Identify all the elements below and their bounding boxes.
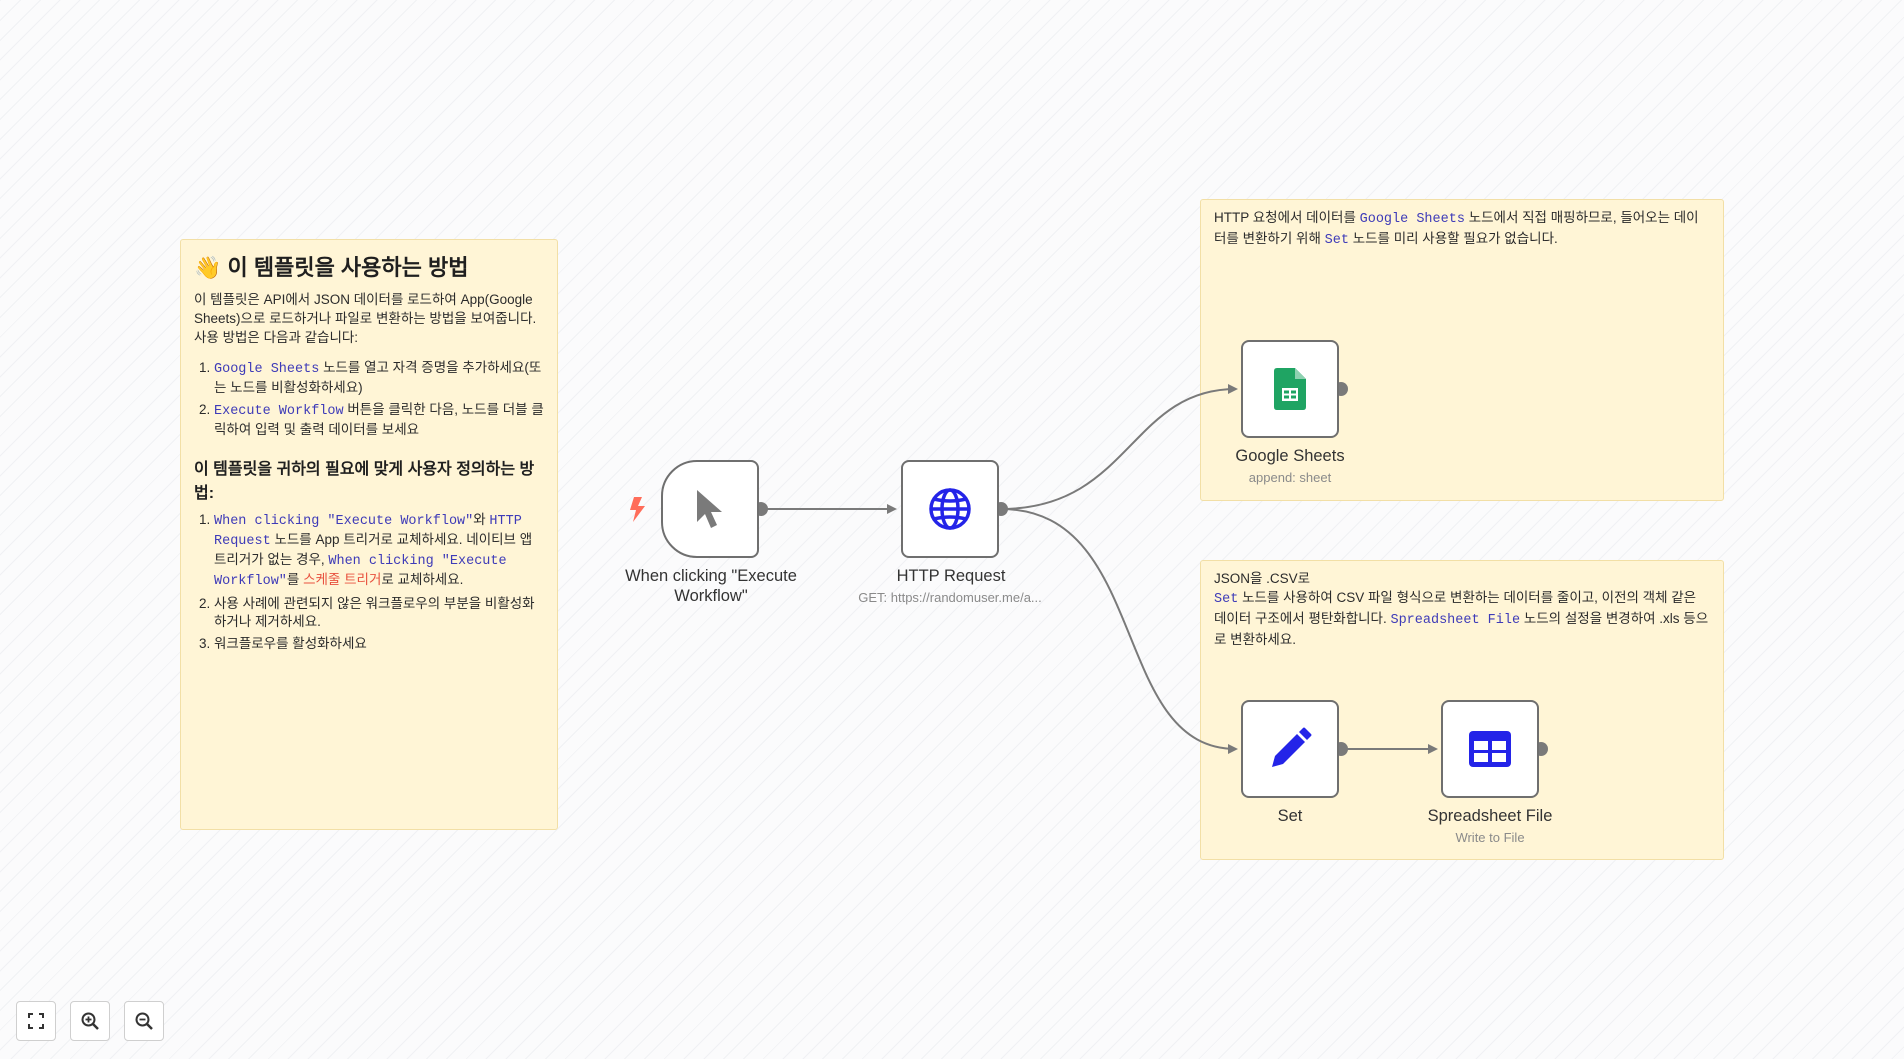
inline-code: When clicking "Execute Workflow"	[214, 554, 507, 589]
fit-view-button[interactable]	[16, 1001, 56, 1041]
node-label-http: HTTP Request	[896, 567, 1006, 585]
note-text: JSON을 .CSV로 Set 노드를 사용하여 CSV 파일 형식으로 변환하는…	[1214, 569, 1710, 649]
node-label-trigger: When clicking "Execute Workflow"	[625, 567, 797, 605]
text: 노드를 사용하여 CSV 파일 형식으로 변환하는 데이터를 줄이고, 이전의 …	[1214, 590, 1697, 626]
node-subtitle-http: GET: https://randomuser.me/a...	[858, 590, 1042, 605]
text: 를	[286, 572, 304, 587]
zoom-out-button[interactable]	[124, 1001, 164, 1041]
step-item: Execute Workflow 버튼을 클릭한 다음, 노드를 더블 클릭하여…	[214, 401, 544, 439]
connection-http-set[interactable]	[1000, 508, 1238, 754]
customize-item: 사용 사례에 관련되지 않은 워크플로우의 부분을 비활성화하거나 제거하세요.	[214, 595, 544, 631]
steps-list: Google Sheets 노드를 열고 자격 증명을 추가하세요(또는 노드를…	[194, 359, 544, 439]
text: 로 교체하세요.	[381, 572, 464, 587]
cursor-icon	[697, 490, 722, 528]
inline-code: When clicking "Execute Workflow"	[214, 514, 474, 529]
text: 와	[473, 512, 490, 527]
step-text: 노드를 열고 자격 증명을 추가하세요(또는 노드를 비활성화하세요)	[214, 360, 542, 395]
inline-code: Set	[1324, 233, 1349, 248]
trigger-bolt-icon	[630, 497, 645, 522]
node-spreadsheet-file[interactable]	[1441, 700, 1539, 798]
node-subtitle-sheets: append: sheet	[1248, 470, 1332, 485]
text: 노드에서 직접 매핑하므로, 들어오는 데이터를 변환하기 위해	[1214, 210, 1699, 246]
node-label-spreadsheet: Spreadsheet File	[1427, 807, 1553, 825]
inline-code: Spreadsheet File	[1390, 613, 1521, 628]
text: 노드를 미리 사용할 필요가 없습니다.	[1348, 231, 1558, 246]
note-title: 👋 이 템플릿을 사용하는 방법	[194, 255, 469, 280]
google-sheets-icon	[1274, 368, 1306, 410]
inline-code: HTTP Request	[214, 514, 522, 549]
fit-view-icon	[28, 1013, 44, 1029]
customize-item: When clicking "Execute Workflow"와 HTTP R…	[214, 511, 544, 591]
text: 노드의 설정을 변경하여 .xls 등으로 변환하세요.	[1214, 611, 1709, 647]
highlight-text: 스케줄 트리거	[303, 572, 382, 587]
note-text: HTTP 요청에서 데이터를 Google Sheets 노드에서 직접 매핑하…	[1214, 208, 1710, 250]
text: JSON을 .CSV로	[1214, 571, 1311, 586]
globe-icon	[929, 488, 971, 530]
step-text: 버튼을 클릭한 다음, 노드를 더블 클릭하여 입력 및 출력 데이터를 보세요	[214, 402, 544, 437]
pencil-icon	[1272, 727, 1312, 767]
node-google-sheets[interactable]	[1241, 340, 1339, 438]
inline-code: Execute Workflow	[214, 404, 344, 419]
connection-http-sheets[interactable]	[1000, 384, 1238, 510]
zoom-out-icon	[135, 1012, 153, 1030]
zoom-in-icon	[81, 1012, 99, 1030]
sticky-note-howto[interactable]: 👋 이 템플릿을 사용하는 방법 이 템플릿은 API에서 JSON 데이터를 …	[180, 239, 558, 830]
customize-list: When clicking "Execute Workflow"와 HTTP R…	[194, 511, 544, 653]
text: 노드를 App 트리거로 교체하세요. 네이티브 앱 트리거가 없는 경우,	[214, 532, 533, 567]
inline-code: Set	[1214, 592, 1239, 607]
node-manual-trigger[interactable]	[661, 460, 759, 558]
customize-heading: 이 템플릿을 귀하의 필요에 맞게 사용자 정의하는 방법:	[194, 461, 535, 502]
note-intro: 이 템플릿은 API에서 JSON 데이터를 로드하여 App(Google S…	[194, 292, 537, 345]
node-set[interactable]	[1241, 700, 1339, 798]
inline-code: Google Sheets	[214, 362, 320, 377]
node-subtitle-spreadsheet: Write to File	[1455, 830, 1525, 845]
table-icon	[1469, 731, 1511, 767]
inline-code: Google Sheets	[1359, 212, 1465, 227]
node-http-request[interactable]	[901, 460, 999, 558]
node-label-set: Set	[1277, 807, 1303, 825]
step-item: Google Sheets 노드를 열고 자격 증명을 추가하세요(또는 노드를…	[214, 359, 544, 397]
customize-item: 워크플로우를 활성화하세요	[214, 635, 544, 653]
node-label-sheets: Google Sheets	[1235, 447, 1345, 465]
text: HTTP 요청에서 데이터를	[1214, 210, 1360, 225]
zoom-in-button[interactable]	[70, 1001, 110, 1041]
